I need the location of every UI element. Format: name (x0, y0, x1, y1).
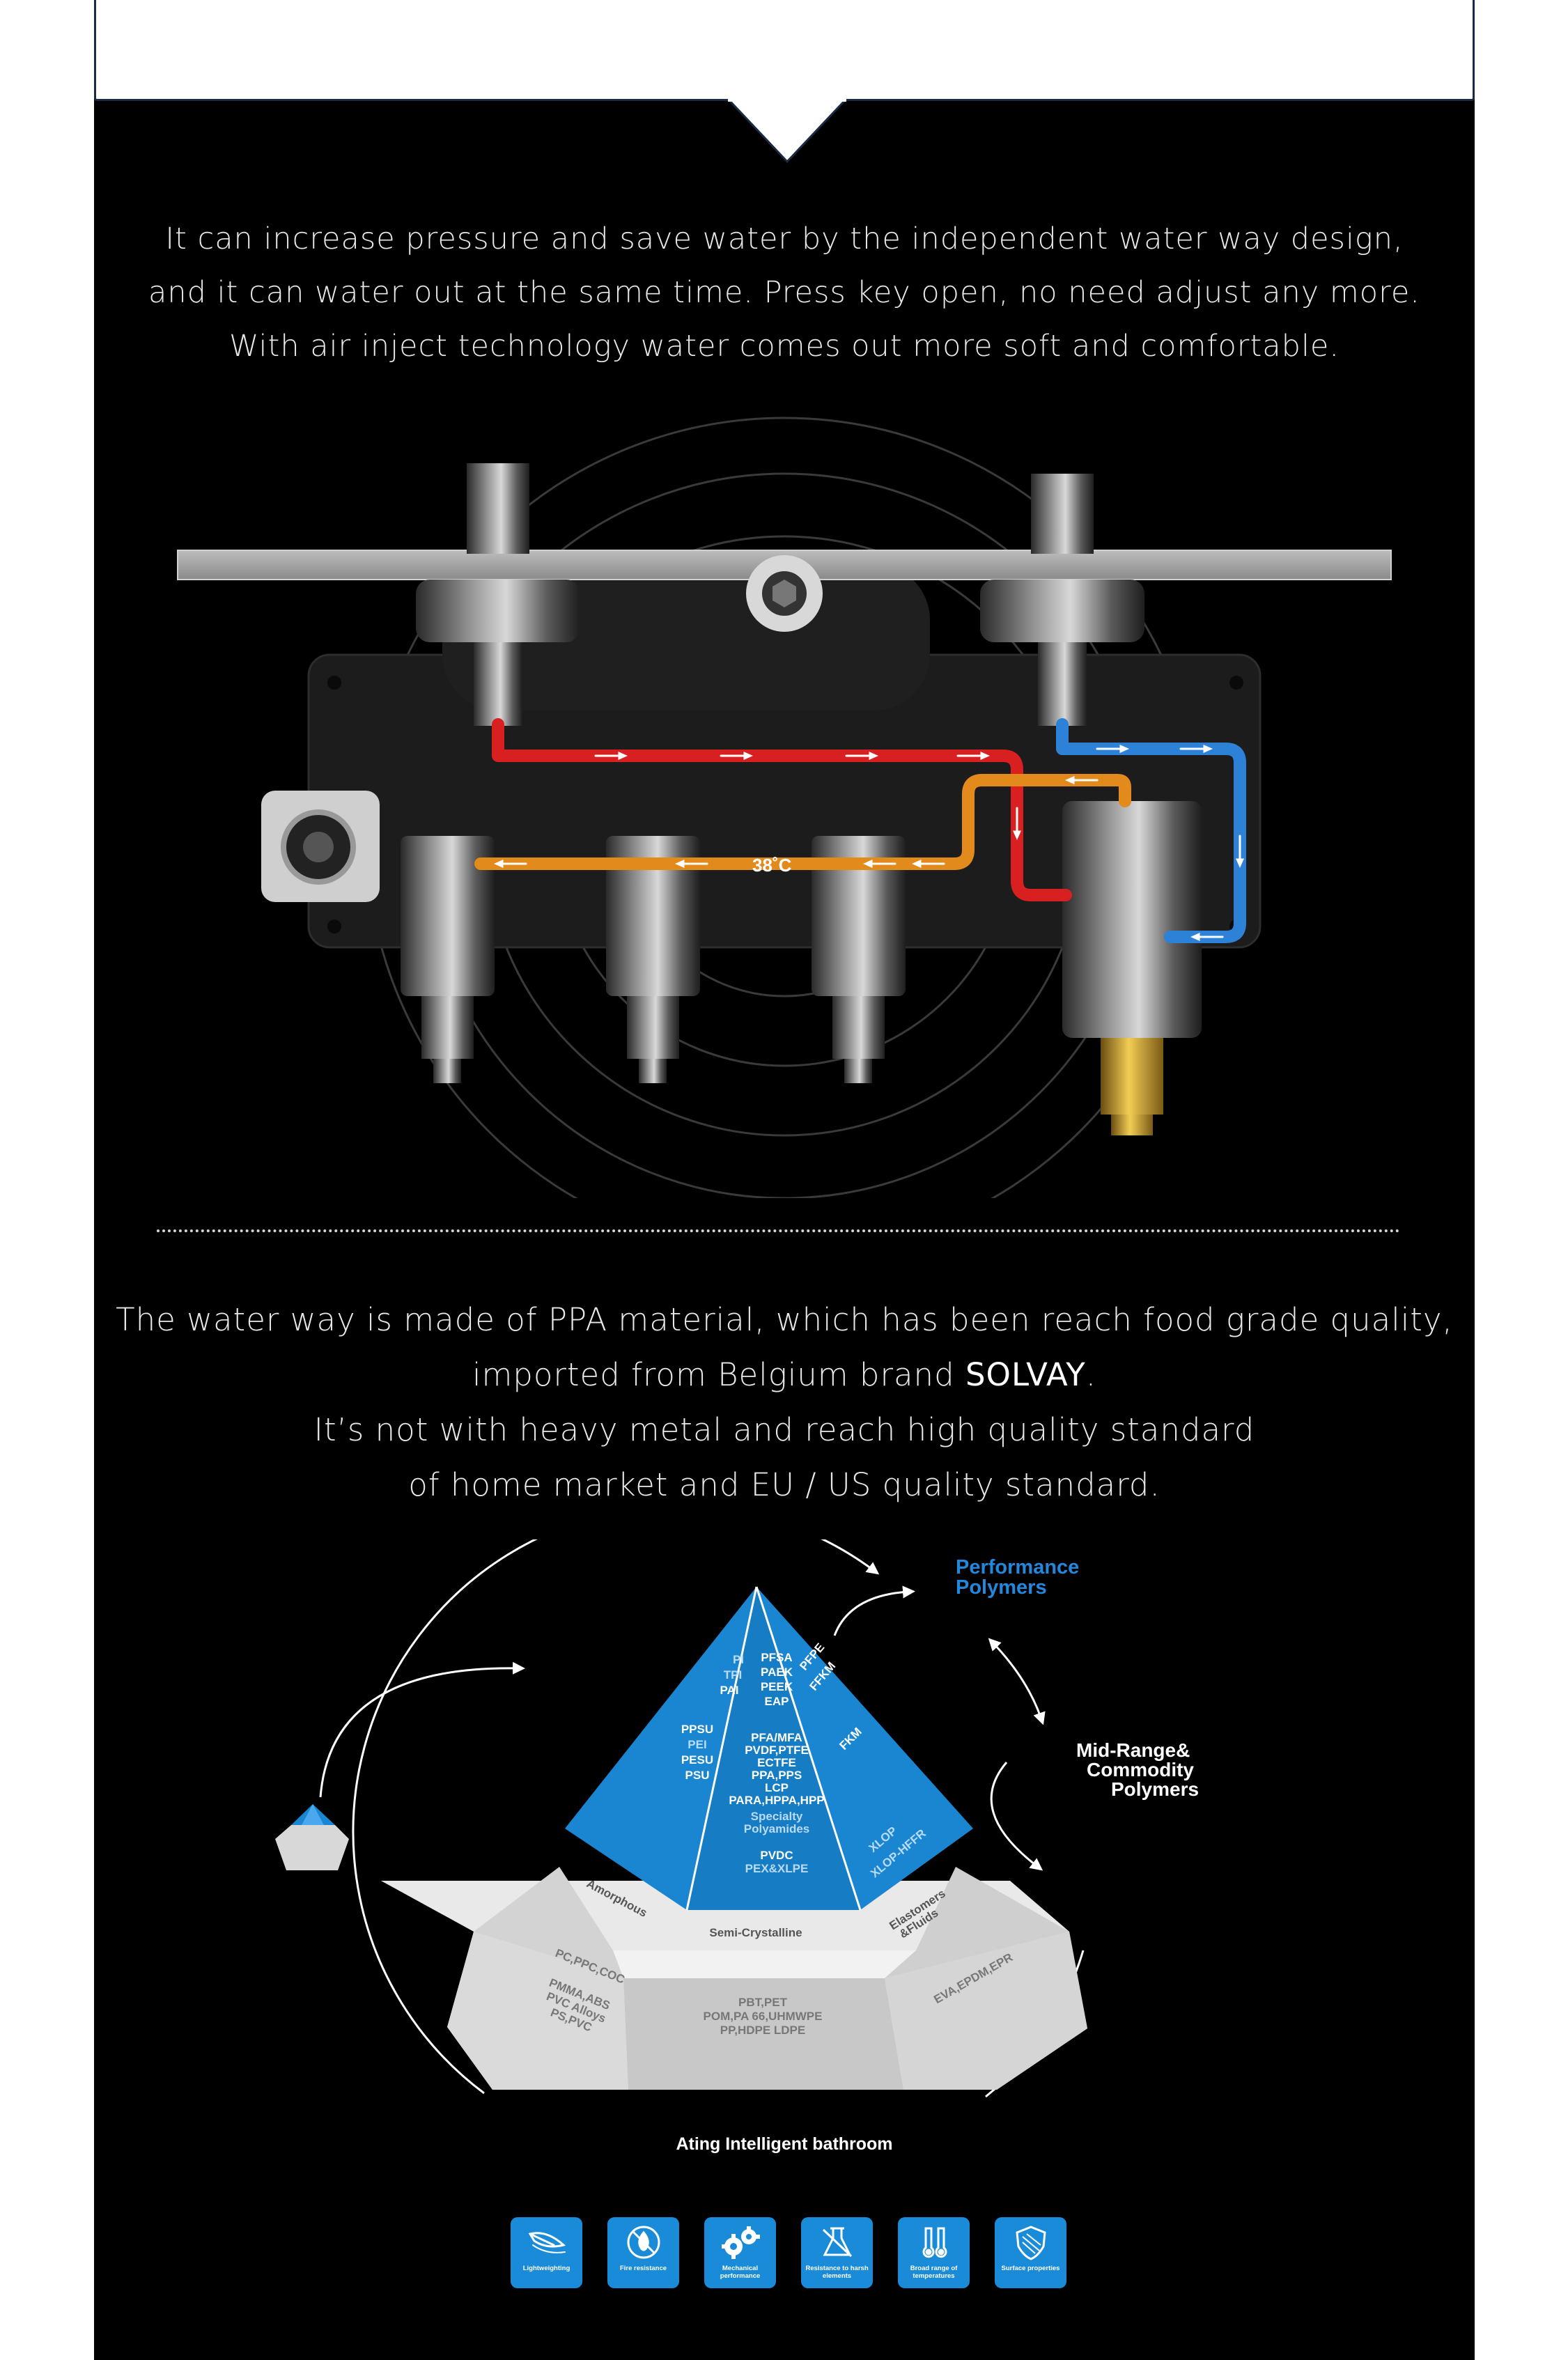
notch-arrow (728, 99, 846, 164)
material-line-3: It’s not with heavy metal and reach high… (313, 1411, 1255, 1448)
material-paragraph: The water way is made of PPA material, w… (94, 1292, 1475, 1512)
side-outlet (261, 791, 380, 902)
specialty-1: Specialty (751, 1810, 803, 1823)
footer-title: Ating Intelligent bathroom (676, 2134, 893, 2154)
performance-label-1: Performance (956, 1556, 1079, 1578)
property-icons: Lightweighting Fire resistance Mechanica… (511, 2217, 1068, 2288)
amorphous-top-2: TPI (724, 1668, 742, 1682)
dotted-divider (157, 1229, 1400, 1232)
intro-line-1: It can increase pressure and save water … (165, 222, 1404, 256)
cold-pipe (1056, 718, 1246, 943)
base-center-2: POM,PA 66,UHMWPE (704, 2010, 823, 2023)
property-label: Resistance to harsh elements (805, 2265, 869, 2280)
semi-top-2: PAEK (761, 1666, 793, 1679)
hot-pipe (492, 718, 1072, 901)
midrange-label-2: Commodity (1087, 1759, 1194, 1780)
pex-label: PEX&XLPE (745, 1862, 809, 1875)
property-label: Broad range of temperatures (910, 2265, 958, 2280)
blue-pyramid (565, 1586, 973, 1911)
valve-diagram: 38˚C (177, 417, 1392, 1198)
center-bolt (746, 555, 823, 632)
feather-icon (528, 2232, 566, 2253)
material-line-2-text: imported from Belgium brand (472, 1356, 965, 1393)
semi-top-1: PFSA (761, 1651, 792, 1664)
property-label: Fire resistance (619, 2265, 667, 2272)
arrow-small-to-big (319, 1661, 525, 1798)
inlet-right (980, 474, 1144, 726)
material-line-1: The water way is made of PPA material, w… (116, 1301, 1453, 1338)
property-label: Mechanical performance (720, 2265, 761, 2280)
amorphous-top-3: PAI (720, 1684, 738, 1697)
intro-line-3: With air inject technology water comes o… (228, 329, 1340, 364)
mixed-pipe (474, 774, 1131, 870)
shield-icon (1016, 2226, 1046, 2260)
arrow-down-right (990, 1762, 1043, 1871)
material-line-4: of home market and EU / US quality stand… (408, 1466, 1161, 1503)
material-line-2-end: . (1085, 1356, 1097, 1393)
material-line-2: imported from Belgium brand SOLVAY. (94, 1347, 1475, 1402)
semi-mid-5: LCP (765, 1781, 789, 1794)
property-harsh-elements: Resistance to harsh elements (801, 2217, 873, 2288)
property-lightweighting: Lightweighting (511, 2217, 582, 2288)
property-surface: Surface properties (995, 2217, 1066, 2288)
base-center-1: PBT,PET (738, 1996, 788, 2009)
amorphous-mid-1: PPSU (681, 1723, 713, 1736)
semi-mid-1: PFA/MFA (751, 1731, 802, 1744)
amorphous-top-1: PI (733, 1653, 744, 1666)
property-fire-resistance: Fire resistance (607, 2217, 679, 2288)
property-label: Surface properties (1001, 2265, 1060, 2272)
arrow-to-performance (833, 1585, 915, 1636)
midrange-label-3: Polymers (1111, 1778, 1199, 1800)
temperature-label: 38˚C (752, 855, 792, 876)
brand-name: SOLVAY (965, 1356, 1086, 1393)
polymer-pyramid-diagram: Performance Polymers Mid-Range& Commodit… (275, 1539, 1199, 2098)
performance-label-2: Polymers (956, 1576, 1047, 1599)
amorphous-mid-3: PESU (681, 1753, 713, 1767)
pyramid-base (381, 1867, 1087, 2090)
inlet-left (416, 463, 580, 726)
cartridges (401, 801, 1202, 1135)
property-mechanical: Mechanical performance (704, 2217, 776, 2288)
intro-paragraph: It can increase pressure and save water … (94, 212, 1475, 373)
base-semi-label: Semi-Crystalline (709, 1926, 802, 1939)
specialty-2: Polyamides (744, 1822, 810, 1835)
amorphous-mid-4: PSU (685, 1769, 710, 1782)
base-center-3: PP,HDPE LDPE (720, 2024, 806, 2037)
thermometer-icon (922, 2227, 947, 2258)
semi-mid-4: PPA,PPS (752, 1769, 802, 1782)
intro-line-2: and it can water out at the same time. P… (148, 275, 1420, 310)
amorphous-mid-2: PEI (688, 1738, 706, 1751)
header-box (94, 0, 1475, 101)
orbit-circle (352, 1539, 880, 2095)
small-pyramid-icon (275, 1804, 349, 1870)
semi-top-4: EAP (765, 1695, 789, 1708)
semi-mid-3: ECTFE (757, 1756, 796, 1769)
gears-icon (722, 2226, 760, 2259)
flask-icon (822, 2227, 853, 2258)
property-temperatures: Broad range of temperatures (898, 2217, 970, 2288)
pvdc-label: PVDC (760, 1849, 793, 1862)
midrange-label-1: Mid-Range& (1076, 1739, 1190, 1761)
semi-mid-2: PVDF,PTFE (745, 1744, 809, 1757)
flame-icon (627, 2226, 660, 2259)
property-label: Lightweighting (522, 2265, 570, 2272)
arrow-double-right (988, 1638, 1046, 1725)
semi-mid-6: PARA,HPPA,HPP (729, 1794, 824, 1807)
semi-top-3: PEEK (761, 1680, 793, 1693)
flow-pipes (474, 718, 1246, 943)
